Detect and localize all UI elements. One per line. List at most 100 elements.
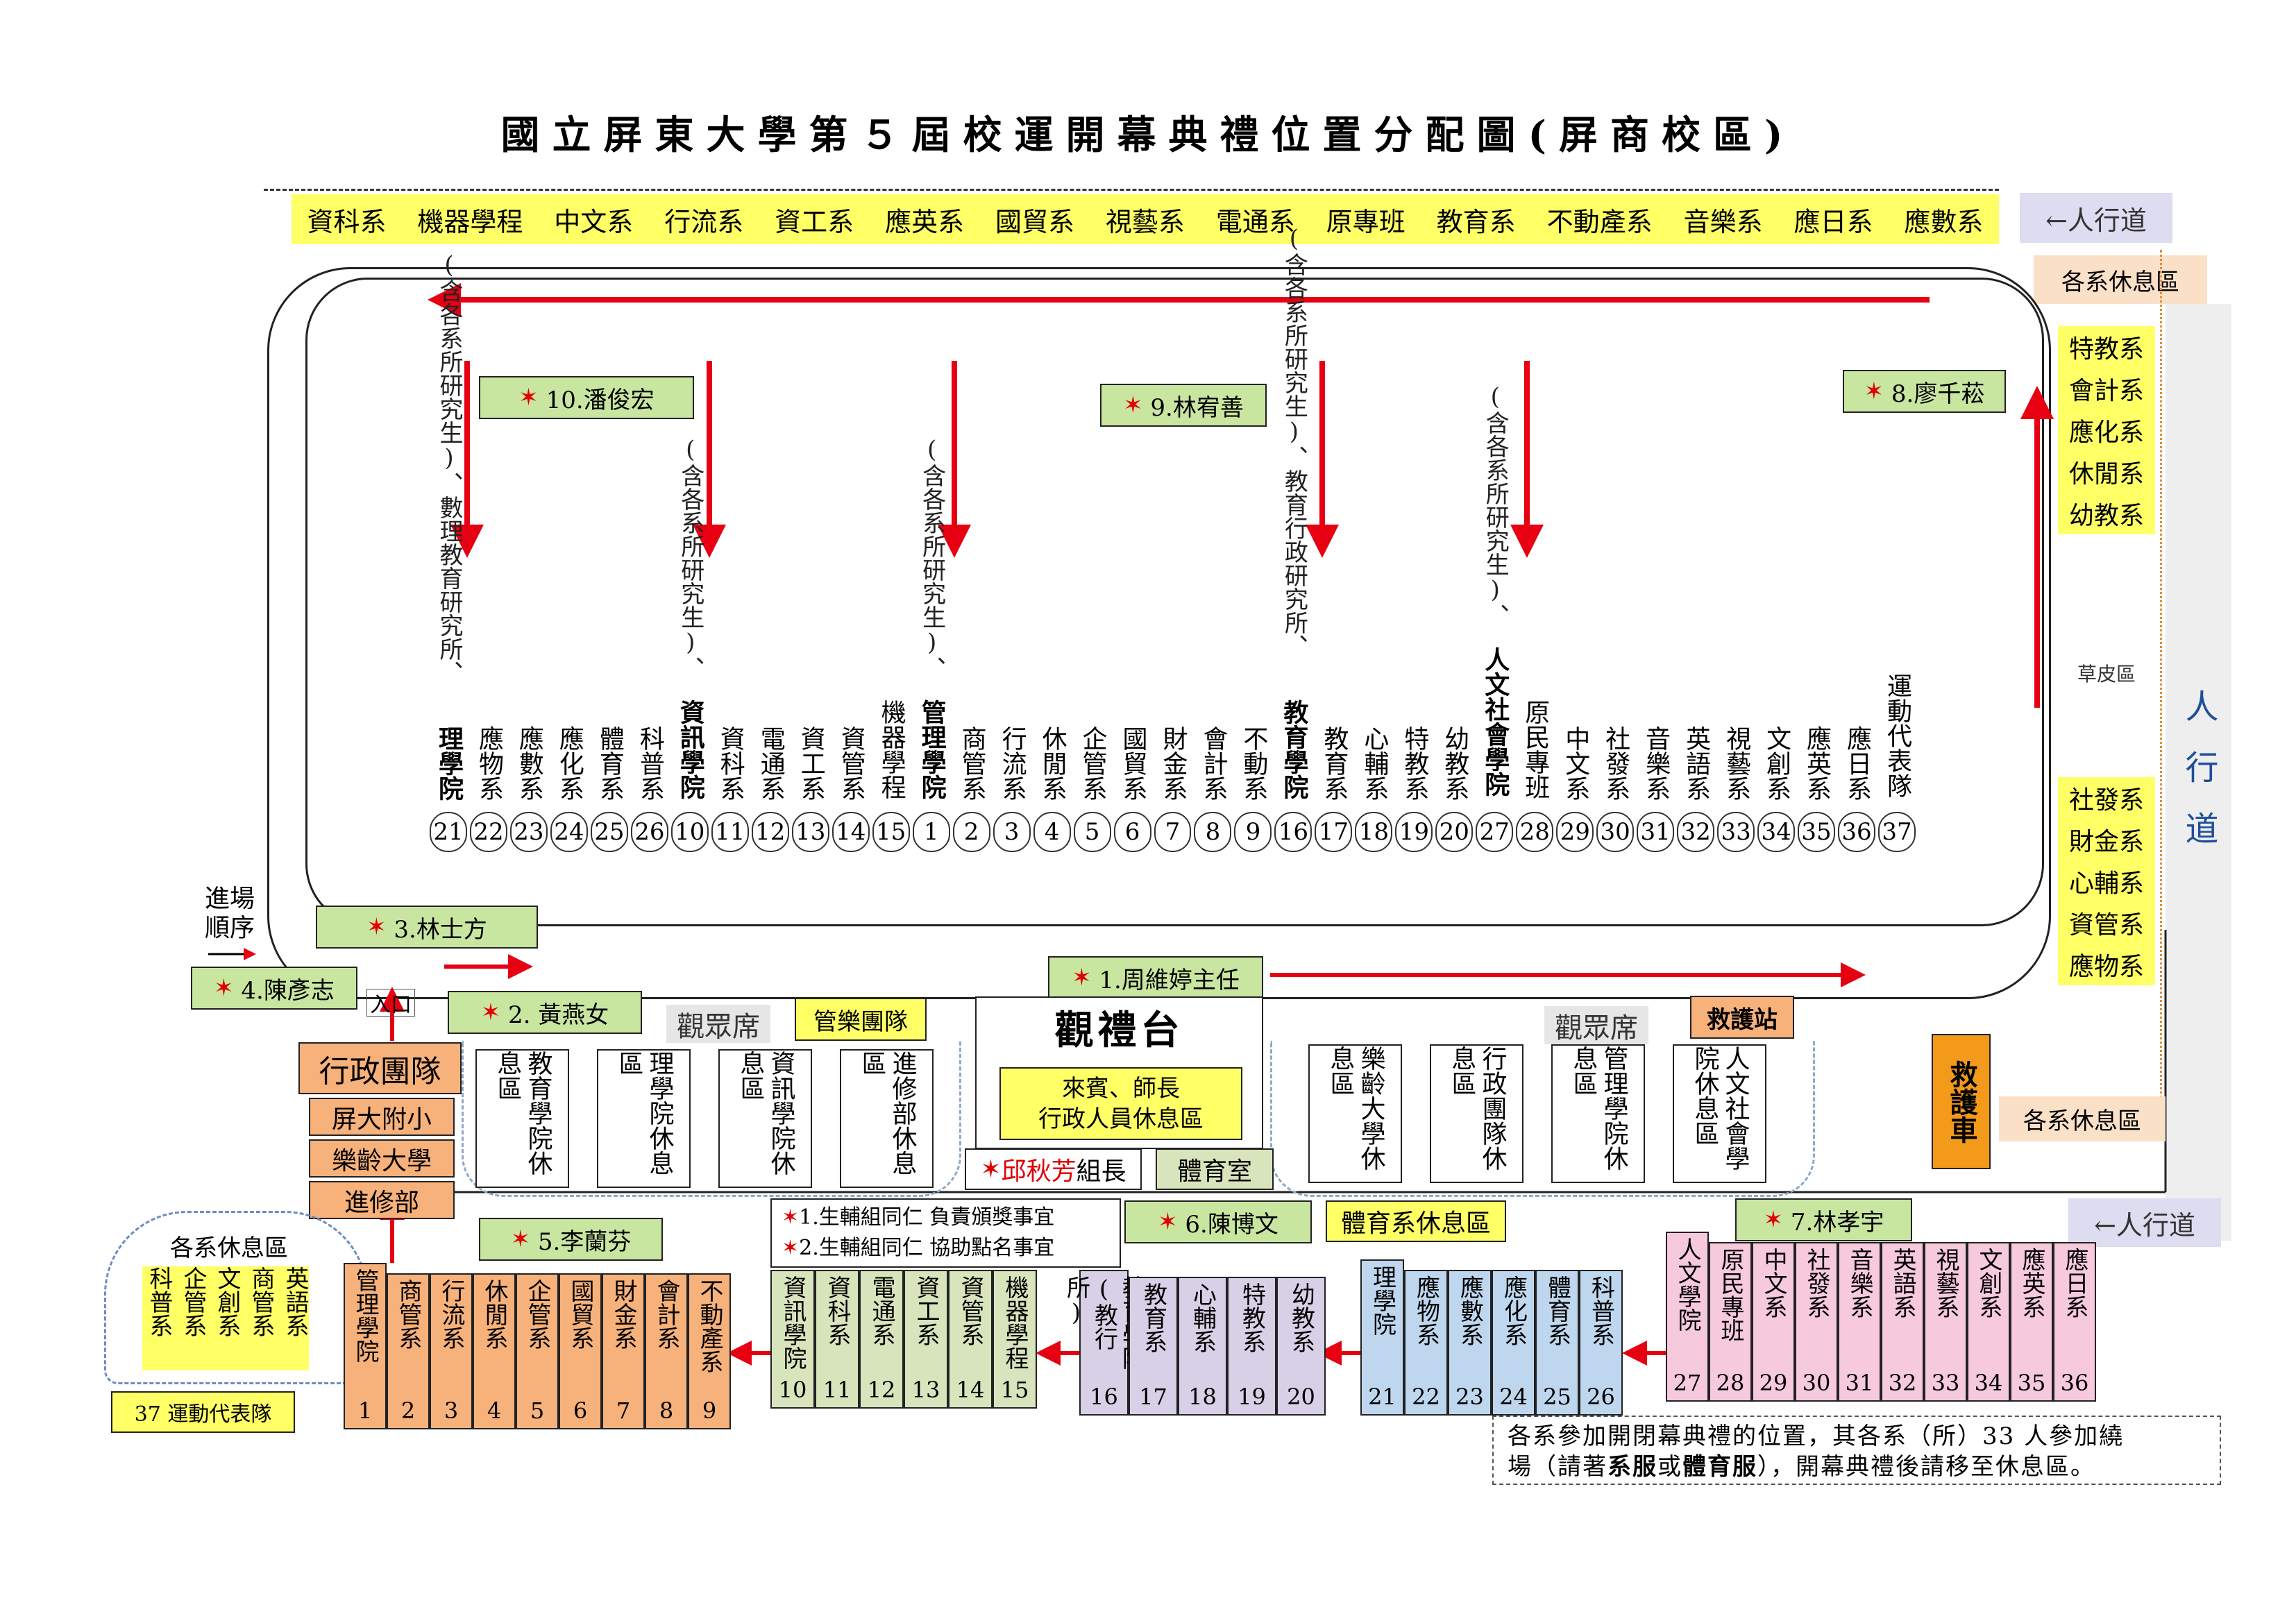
right-dept-label: 社發系 — [2068, 786, 2144, 815]
stands-right-label: 觀眾席 — [1544, 1006, 1648, 1044]
dept-name: 資工系 — [796, 726, 825, 801]
college-note: (含各系所研究生)、教育行政研究所、 — [1280, 225, 1308, 658]
dept-name: 會計系 — [1199, 726, 1228, 801]
star-icon: ✶ — [480, 999, 501, 1026]
counselor-note: ✶2.生輔組同仁 協助點名事宜 — [782, 1236, 1055, 1260]
rest-area-label-top: 各系休息區 — [2034, 255, 2207, 304]
dept-number: 19 — [1395, 812, 1433, 852]
right-dept-label: 財金系 — [2068, 828, 2144, 856]
dept-number: 14 — [832, 812, 870, 852]
queue-dept-name: 管理學院 — [351, 1268, 379, 1363]
star-icon: ✶ — [980, 1155, 1002, 1184]
guest-rest-area: 來賓、師長 行政人員休息區 — [999, 1067, 1242, 1140]
left-rest-depts: 英語系商管系文創系企管系科普系 — [142, 1266, 309, 1370]
queue-dept-number: 10 — [778, 1377, 807, 1403]
queue-dept-name: 財金系 — [609, 1279, 637, 1350]
dept-number: 28 — [1516, 812, 1554, 852]
top-dept-label: 不動產系 — [1546, 206, 1653, 237]
queue-dept-name: 特教系 — [1238, 1282, 1266, 1353]
dept-number: 22 — [469, 812, 507, 852]
top-dept-label: 資科系 — [307, 206, 387, 237]
star-icon: ✶ — [366, 913, 387, 941]
queue-dept-number: 14 — [956, 1377, 985, 1403]
dept-name: 企管系 — [1078, 726, 1107, 801]
college-note: (含各系所研究生)、 — [676, 436, 704, 680]
queue-dept-number: 24 — [1499, 1384, 1528, 1410]
queue-dept-name: 應物系 — [1412, 1275, 1440, 1346]
queue-dept-number: 36 — [2060, 1370, 2089, 1396]
rest-zone: 理學院休息區 — [597, 1049, 691, 1188]
ambulance-car: 救護車 — [1932, 1034, 1991, 1169]
dept-name: 應化系 — [555, 726, 584, 801]
stands-left-area — [462, 1041, 961, 1197]
dept-name: 文創系 — [1762, 726, 1791, 801]
stands-right-area — [1270, 1041, 1815, 1197]
dept-number: 35 — [1798, 812, 1836, 852]
queue-dept-name: 國貿系 — [566, 1279, 594, 1350]
dept-name: 資訊學院 — [675, 699, 705, 799]
right-dept-label: 心輔系 — [2068, 869, 2144, 898]
star-icon: ✶ — [1158, 1208, 1178, 1236]
dept-name: 社發系 — [1601, 726, 1630, 801]
dept-name: 中文系 — [1561, 726, 1590, 801]
left-rest-dept: 企管系 — [179, 1266, 207, 1337]
dept-number: 11 — [711, 812, 749, 852]
dept-number: 12 — [751, 812, 789, 852]
band-label: 管樂團隊 — [795, 998, 927, 1041]
dept-name: 商管系 — [957, 726, 986, 801]
dept-name: 電通系 — [756, 726, 785, 801]
queue-dept-name: 機器學程 — [1001, 1275, 1029, 1370]
top-dashed-line — [264, 189, 1999, 191]
queue-dept-name: 文創系 — [1975, 1248, 2002, 1318]
queue-dept-number: 23 — [1455, 1384, 1484, 1410]
right-depts-top: 特教系會計系應化系休閒系幼教系 — [2058, 326, 2155, 534]
dept-number: 24 — [550, 812, 588, 852]
dept-name: 管理學院 — [917, 699, 947, 799]
staff-10: ✶ 10.潘俊宏 — [479, 376, 694, 419]
top-dept-label: 原專班 — [1326, 206, 1406, 237]
staff-5: ✶ 5.李蘭芬 — [479, 1218, 663, 1261]
top-dept-label: 國貿系 — [995, 206, 1074, 237]
college-note: (含各系所研究生)、 — [918, 436, 946, 680]
dept-name: 視藝系 — [1722, 726, 1751, 801]
queue-dept-number: 5 — [530, 1397, 545, 1424]
top-dept-label: 行流系 — [664, 206, 744, 237]
queue-dept-name: 應數系 — [1455, 1275, 1484, 1346]
walkway-vertical-label: 人行道 — [2179, 689, 2218, 872]
dept-name: 應物系 — [474, 726, 503, 801]
stands-left-label: 觀眾席 — [666, 1005, 770, 1043]
queue-dept-number: 33 — [1931, 1370, 1960, 1396]
queue-dept-number: 13 — [911, 1377, 940, 1403]
pe-rest-area: 體育系休息區 — [1326, 1200, 1506, 1242]
staff-9: ✶ 9.林宥善 — [1100, 384, 1267, 427]
star-icon: ✶ — [782, 1236, 800, 1260]
queue-dept-name: 英語系 — [1889, 1248, 1916, 1318]
dept-name: 教育學院 — [1279, 699, 1309, 799]
dept-number: 17 — [1315, 812, 1353, 852]
